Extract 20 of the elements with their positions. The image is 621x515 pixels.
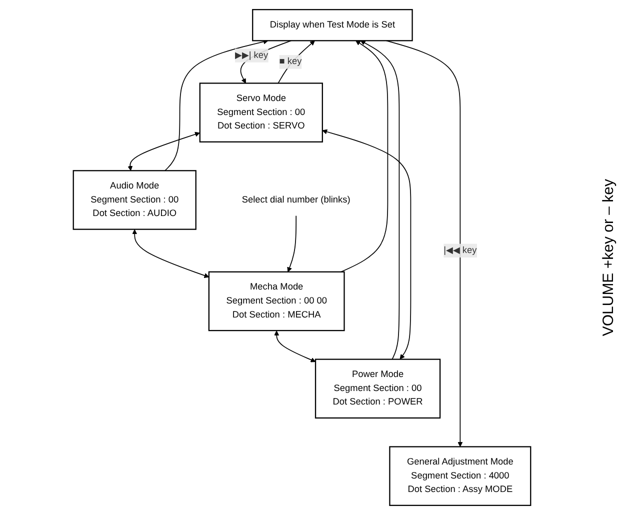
arrow (128, 132, 200, 171)
node-box: General Adjustment Mode Segment Section : 4000 Dot Section : Assy MODE (389, 446, 532, 506)
node-box: Display when Test Mode is Set (252, 9, 413, 42)
node-box: Power Mode Segment Section : 00 Dot Section : POWER (314, 358, 441, 419)
edge-label: ▶▶| key (235, 50, 268, 60)
arrow (360, 40, 400, 360)
node-text: Select dial number (blinks) (242, 194, 350, 205)
node-box: Mecha Mode Segment Section : 00 00 Dot Section : MECHA (208, 271, 345, 332)
arrow (322, 129, 412, 360)
node-box: Servo Mode Segment Section : 00 Dot Section : SERVO (199, 82, 323, 142)
arrow (287, 215, 297, 272)
arrow (340, 40, 388, 272)
edge-label: |◀◀ key (444, 245, 477, 256)
arrow (274, 330, 316, 362)
side-label: VOLUME +key or – key (600, 178, 617, 336)
edge-label: ■ key (279, 56, 302, 67)
node-box: Audio Mode Segment Section : 00 Dot Section : AUDIO (72, 170, 196, 230)
arrow (164, 39, 268, 172)
arrow (278, 40, 315, 84)
arrow (132, 229, 210, 278)
